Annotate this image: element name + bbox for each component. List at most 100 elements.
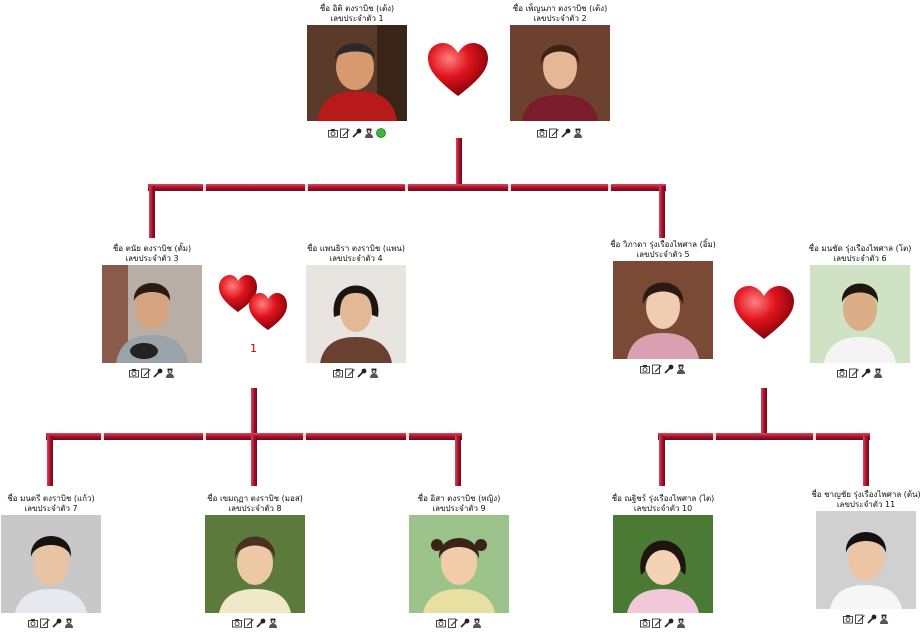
microphone-icon[interactable]: [861, 368, 871, 378]
connector-horizontal: [148, 184, 666, 191]
connector-horizontal: [658, 433, 870, 440]
camera-icon[interactable]: [537, 128, 547, 138]
microphone-icon[interactable]: [561, 128, 571, 138]
person-icon[interactable]: [472, 618, 482, 628]
person-icon[interactable]: [364, 128, 374, 138]
connector-vertical: [47, 436, 53, 486]
person-card[interactable]: ชื่อ เขมฤฏา ตงราบิช (มอส) เลขประจำตัว 8: [195, 494, 315, 630]
microphone-icon[interactable]: [256, 618, 266, 628]
edit-icon[interactable]: [652, 364, 662, 374]
person-photo[interactable]: [102, 265, 202, 365]
microphone-icon[interactable]: [352, 128, 362, 138]
person-card[interactable]: ชื่อ แพนธิรา ตงราบิช (แพน) เลขประจำตัว 4: [296, 244, 416, 380]
person-id: เลขประจำตัว 2: [533, 14, 587, 23]
heart-icon: [428, 43, 488, 96]
person-photo[interactable]: [510, 25, 610, 125]
person-card[interactable]: ชื่อ ณฐิชร์ รุ่งเรืองไพศาล (ไต) เลขประจำ…: [603, 494, 723, 630]
edit-icon[interactable]: [141, 368, 151, 378]
microphone-icon[interactable]: [664, 364, 674, 374]
person-icon[interactable]: [165, 368, 175, 378]
person-icon[interactable]: [268, 618, 278, 628]
camera-icon[interactable]: [640, 618, 650, 628]
connector-vertical: [455, 436, 461, 486]
connector-vertical: [761, 388, 767, 436]
edit-icon[interactable]: [340, 128, 350, 138]
person-icon[interactable]: [676, 618, 686, 628]
edit-icon[interactable]: [652, 618, 662, 628]
person-photo[interactable]: [613, 261, 713, 361]
edit-icon[interactable]: [549, 128, 559, 138]
microphone-icon[interactable]: [460, 618, 470, 628]
marriage-count: 1: [250, 342, 257, 355]
person-photo[interactable]: [1, 515, 101, 615]
person-name: ชื่อ มนตรี ตงราบิช (แก้ว): [7, 494, 95, 503]
person-id: เลขประจำตัว 7: [24, 504, 78, 513]
edit-icon[interactable]: [448, 618, 458, 628]
camera-icon[interactable]: [232, 618, 242, 628]
person-name: ชื่อ ชาญชัย รุ่งเรืองไพศาล (ต้น): [811, 490, 920, 499]
person-id: เลขประจำตัว 11: [836, 500, 896, 509]
person-card[interactable]: ชื่อ วิภาดา รุ่งเรืองไพศาล (อิ้ม) เลขประ…: [603, 240, 723, 376]
camera-icon[interactable]: [333, 368, 343, 378]
microphone-icon[interactable]: [664, 618, 674, 628]
person-id: เลขประจำตัว 3: [125, 254, 179, 263]
online-dot-icon: [376, 128, 386, 138]
person-id: เลขประจำตัว 4: [329, 254, 383, 263]
camera-icon[interactable]: [837, 368, 847, 378]
connector-vertical: [149, 186, 155, 238]
camera-icon[interactable]: [436, 618, 446, 628]
person-icon[interactable]: [64, 618, 74, 628]
person-name: ชื่อ อิสา ตงราบิช (หญิง): [417, 494, 501, 503]
person-photo[interactable]: [816, 511, 916, 611]
microphone-icon[interactable]: [153, 368, 163, 378]
microphone-icon[interactable]: [52, 618, 62, 628]
person-id: เลขประจำตัว 6: [833, 254, 887, 263]
person-id: เลขประจำตัว 5: [636, 250, 690, 259]
person-card[interactable]: ชื่อ ตนัย ตงราบิช (ตั้ม) เลขประจำตัว 3: [92, 244, 212, 380]
microphone-icon[interactable]: [867, 614, 877, 624]
person-photo[interactable]: [409, 515, 509, 615]
edit-icon[interactable]: [855, 614, 865, 624]
edit-icon[interactable]: [849, 368, 859, 378]
person-icon[interactable]: [369, 368, 379, 378]
microphone-icon[interactable]: [357, 368, 367, 378]
camera-icon[interactable]: [843, 614, 853, 624]
person-card[interactable]: ชื่อ อิติ ตงราบิช (เต้ง) เลขประจำตัว 1: [297, 4, 417, 140]
person-icon[interactable]: [573, 128, 583, 138]
person-id: เลขประจำตัว 10: [633, 504, 693, 513]
person-name: ชื่อ เพ็ญนภา ตงราบิช (เต้ง): [512, 4, 608, 13]
camera-icon[interactable]: [328, 128, 338, 138]
person-id: เลขประจำตัว 1: [330, 14, 384, 23]
edit-icon[interactable]: [40, 618, 50, 628]
person-card[interactable]: ชื่อ เพ็ญนภา ตงราบิช (เต้ง) เลขประจำตัว …: [500, 4, 620, 140]
person-icon[interactable]: [879, 614, 889, 624]
person-id: เลขประจำตัว 8: [228, 504, 282, 513]
person-id: เลขประจำตัว 9: [432, 504, 486, 513]
person-photo[interactable]: [307, 25, 407, 125]
person-name: ชื่อ ณฐิชร์ รุ่งเรืองไพศาล (ไต): [611, 494, 715, 503]
connector-vertical: [659, 436, 665, 486]
camera-icon[interactable]: [129, 368, 139, 378]
person-photo[interactable]: [810, 265, 910, 365]
connector-vertical: [863, 436, 869, 486]
connector-vertical: [659, 186, 665, 238]
person-photo[interactable]: [306, 265, 406, 365]
person-photo[interactable]: [205, 515, 305, 615]
person-name: ชื่อ ตนัย ตงราบิช (ตั้ม): [112, 244, 192, 253]
edit-icon[interactable]: [244, 618, 254, 628]
person-icon[interactable]: [873, 368, 883, 378]
person-name: ชื่อ เขมฤฏา ตงราบิช (มอส): [207, 494, 303, 503]
person-icon[interactable]: [676, 364, 686, 374]
person-photo[interactable]: [613, 515, 713, 615]
person-name: ชื่อ มนชัด รุ่งเรืองไพศาล (โต): [808, 244, 912, 253]
person-card[interactable]: ชื่อ ชาญชัย รุ่งเรืองไพศาล (ต้น) เลขประจ…: [806, 490, 920, 626]
person-name: ชื่อ วิภาดา รุ่งเรืองไพศาล (อิ้ม): [610, 240, 716, 249]
heart-icon: [734, 286, 794, 339]
edit-icon[interactable]: [345, 368, 355, 378]
person-card[interactable]: ชื่อ อิสา ตงราบิช (หญิง) เลขประจำตัว 9: [399, 494, 519, 630]
person-card[interactable]: ชื่อ มนตรี ตงราบิช (แก้ว) เลขประจำตัว 7: [0, 494, 111, 630]
person-card[interactable]: ชื่อ มนชัด รุ่งเรืองไพศาล (โต) เลขประจำต…: [800, 244, 920, 380]
camera-icon[interactable]: [28, 618, 38, 628]
connector-vertical: [251, 388, 257, 436]
camera-icon[interactable]: [640, 364, 650, 374]
